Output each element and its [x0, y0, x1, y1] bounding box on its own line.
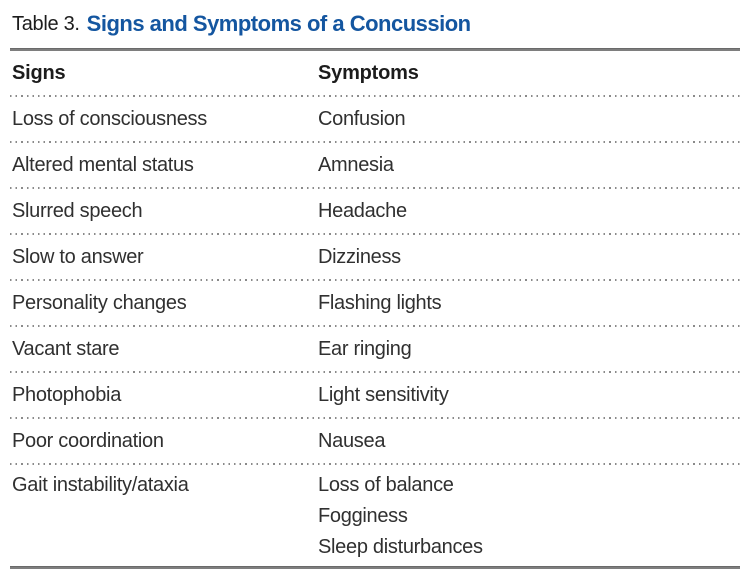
symptom-cell: Headache	[318, 199, 407, 222]
symptom-cell: Light sensitivity	[318, 383, 449, 406]
table-row: Loss of consciousness Confusion	[10, 97, 740, 141]
symptom-cell: Ear ringing	[318, 337, 412, 360]
symptom-cell: Flashing lights	[318, 291, 442, 314]
sign-cell: Poor coordination	[12, 429, 164, 452]
sign-cell: Slurred speech	[12, 199, 143, 222]
symptom-cell: Nausea	[318, 429, 386, 452]
row-divider	[10, 325, 740, 327]
row-divider	[10, 371, 740, 373]
symptom-cell: Amnesia	[318, 153, 394, 176]
table-number-label: Table 3.	[12, 12, 80, 35]
top-rule	[10, 48, 740, 51]
column-header-symptoms: Symptoms	[318, 61, 419, 84]
sign-cell: Loss of consciousness	[12, 107, 207, 130]
table-row: Poor coordination Nausea	[10, 419, 740, 463]
symptom-line: Loss of balance	[318, 474, 454, 496]
symptom-cell: Dizziness	[318, 245, 401, 268]
row-divider	[10, 417, 740, 419]
row-divider	[10, 141, 740, 143]
symptom-cell: Confusion	[318, 107, 406, 130]
sign-cell: Altered mental status	[12, 153, 194, 176]
table-title: Table 3. Signs and Symptoms of a Concuss…	[10, 9, 740, 39]
table-row: Slurred speech Headache	[10, 189, 740, 233]
table-row: Photophobia Light sensitivity	[10, 373, 740, 417]
row-divider	[10, 463, 740, 465]
table-row: Gait instability/ataxia Loss of balance …	[10, 465, 740, 566]
sign-cell: Slow to answer	[12, 245, 144, 268]
bottom-rule	[10, 566, 740, 569]
table-row: Altered mental status Amnesia	[10, 143, 740, 187]
sign-cell: Vacant stare	[12, 337, 120, 360]
column-header-signs: Signs	[12, 61, 66, 84]
table-row: Vacant stare Ear ringing	[10, 327, 740, 371]
table-header-row: Signs Symptoms	[10, 51, 740, 95]
symptom-cell: Loss of balance Fogginess Sleep disturba…	[316, 470, 740, 563]
symptom-line: Sleep disturbances	[318, 536, 483, 558]
row-divider	[10, 95, 740, 97]
row-divider	[10, 233, 740, 235]
table-row: Slow to answer Dizziness	[10, 235, 740, 279]
row-divider	[10, 187, 740, 189]
symptom-line: Fogginess	[318, 505, 408, 527]
table-row: Personality changes Flashing lights	[10, 281, 740, 325]
sign-cell: Gait instability/ataxia	[12, 474, 189, 496]
sign-cell: Photophobia	[12, 383, 122, 406]
sign-cell: Personality changes	[12, 291, 187, 314]
row-divider	[10, 279, 740, 281]
table-title-text: Signs and Symptoms of a Concussion	[86, 11, 471, 36]
